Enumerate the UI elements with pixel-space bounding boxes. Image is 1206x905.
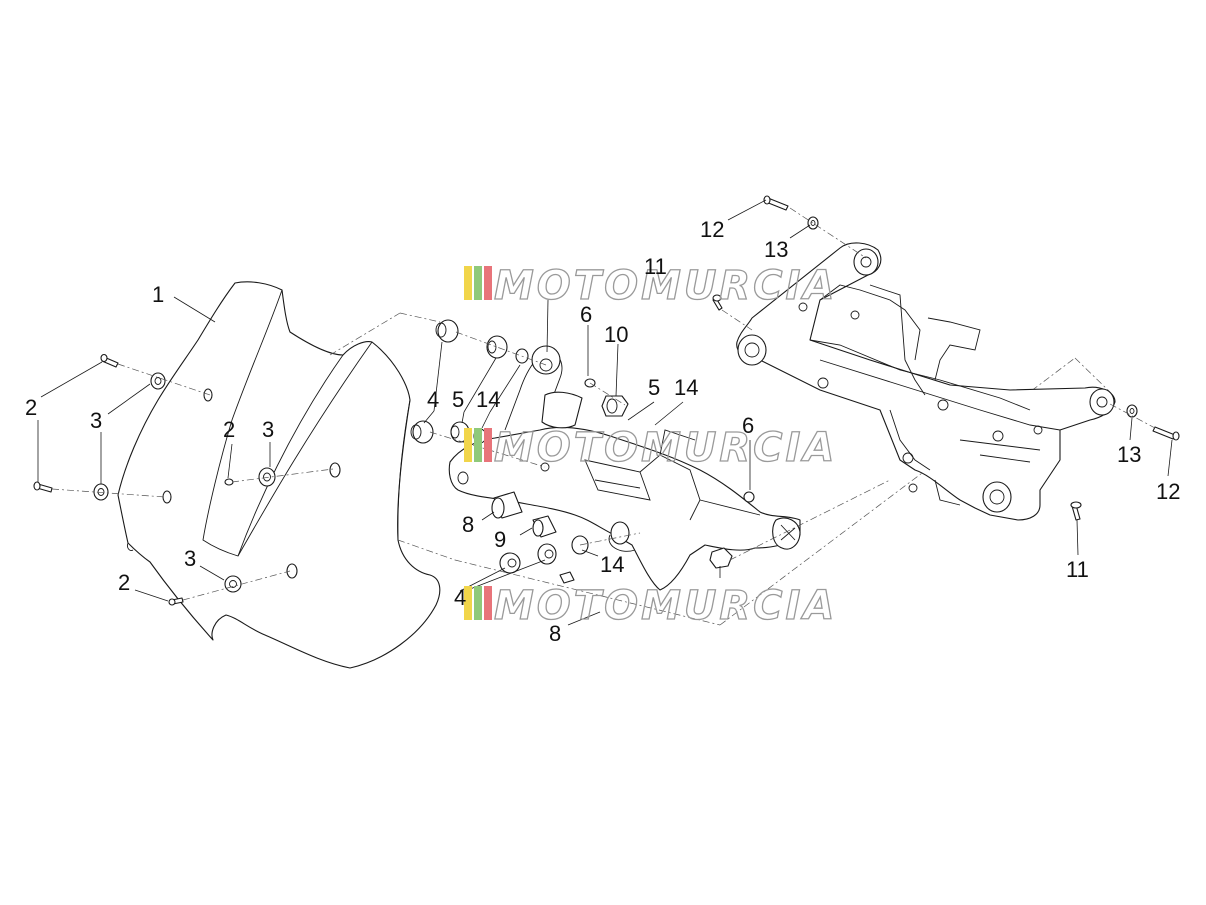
callout-14: 14 — [600, 552, 624, 577]
windshield — [117, 281, 441, 669]
callout-2: 2 — [118, 570, 130, 595]
callout-4: 4 — [427, 387, 439, 412]
callout-12: 12 — [1156, 479, 1180, 504]
callout-5: 5 — [648, 375, 660, 400]
callout-9: 9 — [494, 527, 506, 552]
callout-5: 5 — [452, 387, 464, 412]
callout-4: 4 — [454, 585, 466, 610]
callout-14: 14 — [476, 387, 500, 412]
callout-1: 1 — [152, 282, 164, 307]
callout-2: 2 — [223, 417, 235, 442]
callout-11: 11 — [644, 254, 667, 279]
callout-10: 10 — [604, 322, 628, 347]
callout-labels: 1 2 3 2 3 3 2 4 5 14 6 10 11 5 14 6 8 9 … — [25, 217, 1180, 646]
callout-3: 3 — [184, 546, 196, 571]
windshield-bracket — [448, 345, 801, 591]
support-frame — [736, 242, 1116, 521]
callout-8: 8 — [462, 512, 474, 537]
callout-13: 13 — [764, 237, 788, 262]
callout-3: 3 — [262, 417, 274, 442]
watermark-middle: MOTOMURCIA — [464, 424, 837, 472]
callout-6: 6 — [580, 302, 592, 327]
watermark-text: MOTOMURCIA — [494, 425, 837, 471]
watermark-text: MOTOMURCIA — [494, 263, 837, 309]
watermark-top: MOTOMURCIA — [464, 262, 837, 310]
bracket-fasteners — [410, 319, 1111, 626]
callout-6: 6 — [742, 413, 754, 438]
watermark-text: MOTOMURCIA — [494, 583, 837, 629]
callout-3: 3 — [90, 408, 102, 433]
callout-11: 11 — [1066, 557, 1089, 582]
frame-fasteners — [712, 195, 1180, 521]
windshield-fasteners — [33, 312, 456, 606]
watermark-bottom: MOTOMURCIA — [464, 582, 837, 630]
callout-12: 12 — [700, 217, 724, 242]
callout-2: 2 — [25, 395, 37, 420]
callout-14: 14 — [674, 375, 698, 400]
leader-lines — [37, 199, 1173, 626]
callout-8: 8 — [549, 621, 561, 646]
callout-13: 13 — [1117, 442, 1141, 467]
